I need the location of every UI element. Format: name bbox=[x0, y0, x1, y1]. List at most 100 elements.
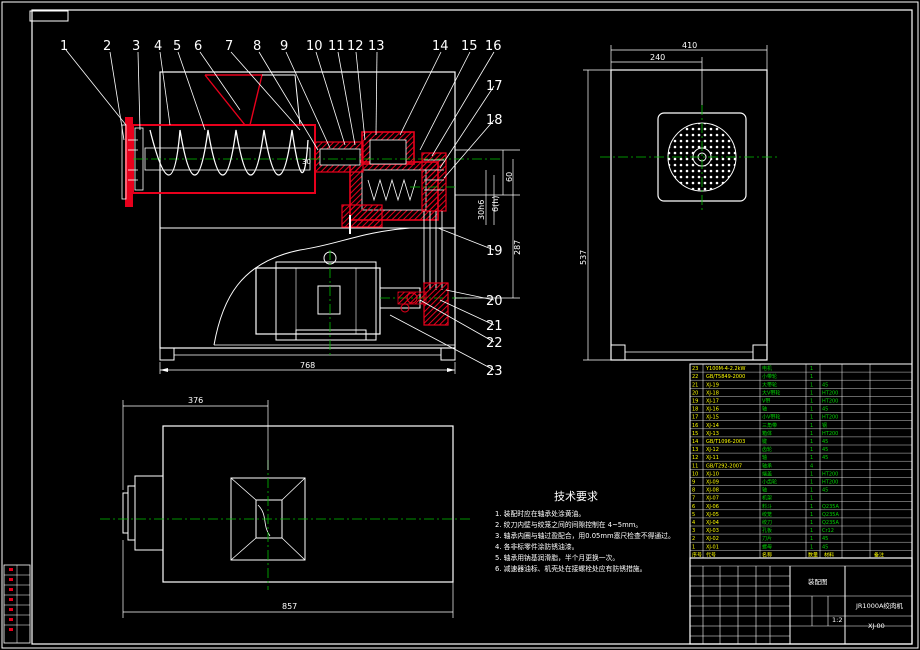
bom-row-code: XJ-13 bbox=[706, 431, 719, 437]
sheet-border-inner bbox=[31, 9, 913, 645]
balloon-11: 11 bbox=[328, 39, 345, 54]
bom-row-name: V带 bbox=[762, 399, 770, 405]
bom-row-code: XJ-15 bbox=[706, 415, 719, 421]
tech-req-item-2: 2. 绞刀内壁与绞笼之间的间隙控制在 4~5mm。 bbox=[495, 520, 642, 529]
bom-row-name: 小V带轮 bbox=[762, 414, 780, 421]
title-tab bbox=[29, 10, 69, 22]
bom-row-qty: 1 bbox=[810, 471, 813, 477]
bom-row-material: 45 bbox=[822, 544, 828, 550]
bom-row-qty: 1 bbox=[810, 390, 813, 396]
bom-row-material: Q235A bbox=[822, 520, 839, 526]
bom-row-name: 机架 bbox=[762, 495, 772, 502]
balloon-21: 21 bbox=[486, 319, 503, 334]
bom-row-qty: 1 bbox=[810, 423, 813, 429]
balloon-10: 10 bbox=[306, 39, 323, 54]
tech-req-item-6: 6. 减速器油标、机壳处在接螺栓处应有防锈措施。 bbox=[495, 564, 646, 573]
bom-row-name: 轴 bbox=[762, 406, 767, 413]
bom-row-name: 齿轮 bbox=[762, 446, 772, 453]
bom-row-name: 端盖 bbox=[762, 470, 772, 477]
bom-row-no: 13 bbox=[692, 447, 698, 453]
bom-row-code: XJ-07 bbox=[706, 496, 719, 502]
bom-row-no: 21 bbox=[692, 382, 698, 388]
bom-row-name: 轴承 bbox=[762, 462, 772, 469]
bom-row-material: 45 bbox=[822, 439, 828, 445]
balloon-3: 3 bbox=[132, 39, 140, 54]
bom-row-no: 20 bbox=[692, 390, 698, 396]
bom-row-qty: 1 bbox=[810, 431, 813, 437]
bom-row-qty: 1 bbox=[810, 439, 813, 445]
bom-row-no: 6 bbox=[692, 504, 695, 510]
bom-row-name: 三角带 bbox=[762, 422, 777, 429]
bom-row-no: 11 bbox=[692, 463, 698, 469]
balloon-17: 17 bbox=[486, 79, 503, 94]
bom-row-code: XJ-03 bbox=[706, 528, 719, 534]
bom-row-code: XJ-10 bbox=[706, 471, 719, 477]
technical-requirements: 技术要求 1. 装配时应在轴承处涂黄油。 2. 绞刀内壁与绞笼之间的间隙控制在 … bbox=[495, 490, 675, 573]
bom-row-name: 料斗 bbox=[762, 503, 772, 510]
bom-row-no: 23 bbox=[692, 366, 698, 372]
bom-row-name: 小齿轮 bbox=[762, 479, 777, 486]
balloon-16: 16 bbox=[485, 39, 502, 54]
bom-row-qty: 1 bbox=[810, 447, 813, 453]
balloon-4: 4 bbox=[154, 39, 162, 54]
balloon-labels: 1 2 3 4 5 6 7 8 9 10 11 12 13 14 15 16 1… bbox=[60, 39, 503, 379]
balloon-22: 22 bbox=[486, 336, 503, 351]
dim-side-width: 410 bbox=[682, 41, 697, 50]
bom-row-code: GB/T1096-2003 bbox=[706, 439, 745, 445]
bom-row-no: 14 bbox=[692, 439, 698, 445]
bom-row-no: 22 bbox=[692, 374, 698, 380]
bom-row-qty: 1 bbox=[810, 374, 813, 380]
bom-row-no: 5 bbox=[692, 512, 695, 518]
bom-row-material: Cr12 bbox=[822, 528, 834, 534]
bom-row-no: 19 bbox=[692, 399, 698, 405]
bom-row-code: GB/T5849-2000 bbox=[706, 374, 745, 380]
bom-row-code: XJ-06 bbox=[706, 504, 719, 510]
balloon-6: 6 bbox=[194, 39, 202, 54]
bom-row-material: HT200 bbox=[822, 390, 838, 396]
bom-header-code: 代号 bbox=[706, 551, 716, 558]
bom-row-qty: 1 bbox=[810, 399, 813, 405]
dim-side-height: 537 bbox=[579, 250, 588, 265]
bom-row-material: 45 bbox=[822, 382, 828, 388]
bom-row-qty: 1 bbox=[810, 455, 813, 461]
balloon-8: 8 bbox=[253, 39, 261, 54]
balloon-9: 9 bbox=[280, 39, 288, 54]
bom-row-qty: 1 bbox=[810, 366, 813, 372]
bom-row-name: 箱体 bbox=[762, 430, 772, 437]
bom-row-material: HT200 bbox=[822, 415, 838, 421]
bom-row-material: 45 bbox=[822, 455, 828, 461]
bom-row-code: XJ-12 bbox=[706, 447, 719, 453]
balloon-19: 19 bbox=[486, 244, 503, 259]
bom-row-material: 45 bbox=[822, 447, 828, 453]
bom-row-no: 12 bbox=[692, 455, 698, 461]
bom-row-no: 7 bbox=[692, 496, 695, 502]
balloon-1: 1 bbox=[60, 39, 68, 54]
bom-row-name: 大V带轮 bbox=[762, 389, 780, 396]
bom-row-no: 3 bbox=[692, 528, 695, 534]
bom-row-name: 电机 bbox=[762, 365, 772, 372]
bom-row-no: 18 bbox=[692, 407, 698, 413]
bom-row-code: Y100M-4-2.2kW bbox=[705, 366, 746, 372]
bom-row-qty: 1 bbox=[810, 415, 813, 421]
bom-row-no: 9 bbox=[692, 480, 695, 486]
balloon-15: 15 bbox=[461, 39, 478, 54]
bom-row-material: HT200 bbox=[822, 399, 838, 405]
balloon-13: 13 bbox=[368, 39, 385, 54]
bom-row-qty: 1 bbox=[810, 512, 813, 518]
dim-top-offset: 376 bbox=[188, 396, 203, 405]
title-drawing-no: XJ-00 bbox=[868, 622, 885, 630]
dim-6h: 6(h) bbox=[491, 196, 500, 212]
bom-row-qty: 1 bbox=[810, 528, 813, 534]
bom-row-qty: 1 bbox=[810, 520, 813, 526]
bom-row-name: 绞刀 bbox=[762, 519, 772, 526]
dim-shaft-30: 30 bbox=[302, 158, 311, 166]
balloon-5: 5 bbox=[173, 39, 181, 54]
bom-row-qty: 1 bbox=[810, 488, 813, 494]
dim-287: 287 bbox=[513, 240, 522, 255]
bom-row-code: XJ-04 bbox=[706, 520, 719, 526]
bom-row-name: 键 bbox=[762, 438, 767, 445]
title-product: JR1000A绞肉机 bbox=[855, 601, 903, 610]
